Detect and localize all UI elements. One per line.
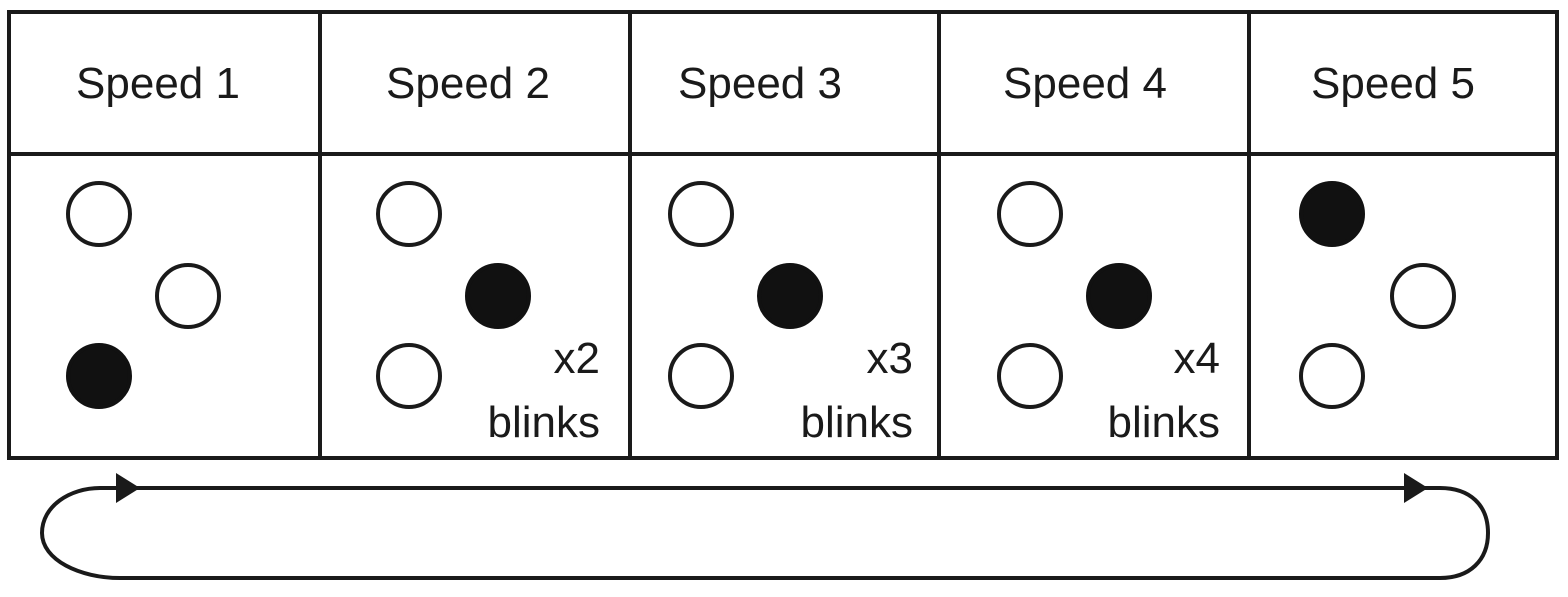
cycle-loop	[39, 473, 1491, 580]
blink-word-label: blinks	[801, 398, 914, 447]
led-middle-indicator	[155, 263, 221, 329]
led-middle-indicator	[757, 263, 823, 329]
speed-column-4: Speed 4 x4 blinks	[997, 59, 1221, 447]
led-middle-indicator	[1086, 263, 1152, 329]
table-outer-border	[7, 10, 1559, 460]
arrow-head-icon	[1404, 473, 1428, 503]
speed-label: Speed 5	[1311, 59, 1475, 108]
speed-column-5: Speed 5	[1299, 59, 1475, 409]
led-middle-indicator	[465, 263, 531, 329]
speed-label: Speed 1	[76, 59, 240, 108]
blink-count-label: x2	[554, 334, 600, 383]
led-bottom-indicator	[1299, 343, 1365, 409]
led-middle-indicator	[1390, 263, 1456, 329]
speed-table-grid	[7, 10, 1559, 460]
led-top-indicator	[376, 181, 442, 247]
cycle-loop-line	[39, 486, 1491, 580]
speed-column-2: Speed 2 x2 blinks	[376, 59, 601, 447]
led-bottom-indicator	[66, 343, 132, 409]
blink-word-label: blinks	[488, 398, 601, 447]
led-top-indicator	[1299, 181, 1365, 247]
speed-label: Speed 4	[1003, 59, 1167, 108]
led-top-indicator	[668, 181, 734, 247]
blink-count-label: x3	[867, 334, 913, 383]
speed-label: Speed 3	[678, 59, 842, 108]
blink-count-label: x4	[1174, 334, 1220, 383]
arrow-head-icon	[116, 473, 140, 503]
led-bottom-indicator	[376, 343, 442, 409]
blink-word-label: blinks	[1108, 398, 1221, 447]
led-top-indicator	[66, 181, 132, 247]
led-bottom-indicator	[997, 343, 1063, 409]
led-bottom-indicator	[668, 343, 734, 409]
speed-label: Speed 2	[386, 59, 550, 108]
led-top-indicator	[997, 181, 1063, 247]
speed-column-3: Speed 3 x3 blinks	[668, 59, 914, 447]
speed-column-1: Speed 1	[66, 59, 240, 409]
